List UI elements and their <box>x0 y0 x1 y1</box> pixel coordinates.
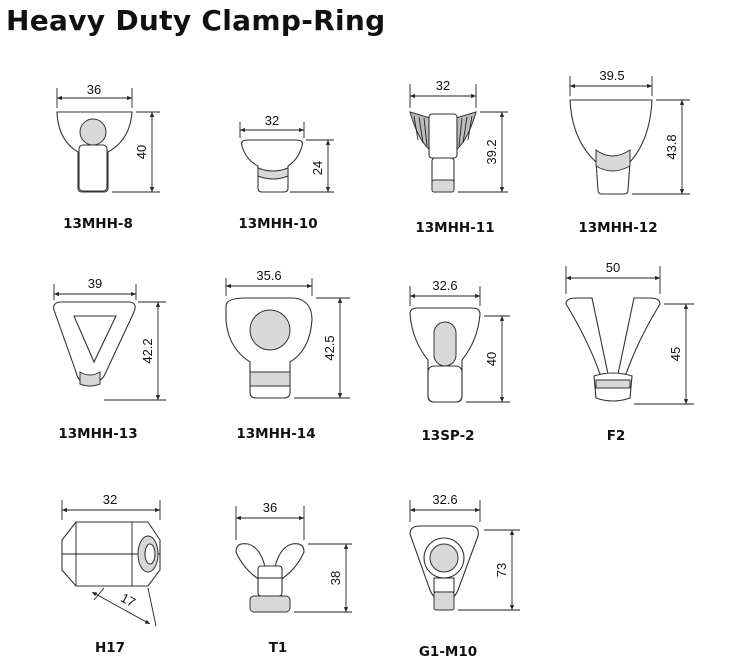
part-t1: 36 38 T1 <box>235 500 352 656</box>
dimension-width: 32.6 <box>409 492 481 522</box>
dimension-width-value: 32.6 <box>432 278 457 293</box>
dimension-width-value: 32 <box>265 113 279 128</box>
dimension-height-value: 73 <box>494 563 509 577</box>
dimension-height: 38 <box>294 543 352 613</box>
drawing-13mhh-14 <box>225 297 313 399</box>
drawing-13mhh-10 <box>241 139 303 193</box>
dimension-width: 32 <box>61 492 161 520</box>
dimension-width: 39.5 <box>569 68 653 96</box>
dimension-height: 43.8 <box>632 99 690 195</box>
part-label: F2 <box>607 428 626 444</box>
drawing-t1 <box>235 543 305 613</box>
dimension-width-value: 36 <box>87 82 101 97</box>
part-label: 13MHH-13 <box>58 426 137 442</box>
dimension-width-value: 36 <box>263 500 277 515</box>
dimension-width: 35.6 <box>225 268 313 296</box>
dimension-height: 39.2 <box>458 111 508 193</box>
dimension-height-value: 39.2 <box>484 139 499 164</box>
dimension-height-value: 24 <box>310 161 325 175</box>
drawing-g1-m10 <box>409 525 479 611</box>
part-label: 13MHH-14 <box>236 426 315 442</box>
dimension-width: 32.6 <box>409 278 481 306</box>
part-label: 13SP-2 <box>421 428 474 444</box>
part-h17: 32 17 H17 <box>61 492 161 656</box>
dimension-height-value: 42.2 <box>140 338 155 363</box>
dimension-width-value: 35.6 <box>256 268 281 283</box>
dimension-height: 45 <box>634 303 694 405</box>
drawing-13mhh-11 <box>409 111 477 193</box>
dimension-width: 32 <box>409 78 477 108</box>
dimension-width: 39 <box>53 276 137 300</box>
drawing-13mhh-13 <box>53 301 136 387</box>
drawing-f2 <box>565 297 661 402</box>
dimension-width: 50 <box>565 260 661 294</box>
dimension-width: 32 <box>239 113 305 138</box>
part-label: 13MHH-8 <box>63 216 133 232</box>
dimension-height-value: 40 <box>134 145 149 159</box>
part-label: H17 <box>95 640 125 656</box>
dimension-height: 73 <box>458 529 520 611</box>
dimension-height: 24 <box>290 139 334 193</box>
part-13mhh-8: 36 40 13MHH-8 <box>56 82 160 232</box>
dimension-height: 40 <box>466 315 510 403</box>
dimension-width-value: 32.6 <box>432 492 457 507</box>
part-label: G1-M10 <box>419 644 477 660</box>
dimension-height-value: 40 <box>484 352 499 366</box>
part-label: 13MHH-12 <box>578 220 657 236</box>
part-13sp-2: 32.6 40 13SP-2 <box>409 278 510 444</box>
part-label: 13MHH-10 <box>238 216 317 232</box>
drawing-h17 <box>61 521 161 587</box>
dimension-height: 42.2 <box>104 301 166 401</box>
dimension-width-value: 39 <box>88 276 102 291</box>
dimension-height: 42.5 <box>294 297 350 399</box>
part-13mhh-10: 32 24 13MHH-10 <box>238 113 334 232</box>
part-label: T1 <box>269 640 288 656</box>
dimension-width-value: 32 <box>103 492 117 507</box>
dimension-width: 36 <box>56 82 133 108</box>
part-13mhh-14: 35.6 42.5 13MHH-14 <box>225 268 350 442</box>
dimension-width-value: 32 <box>436 78 450 93</box>
drawing-13mhh-8 <box>56 111 133 193</box>
part-13mhh-12: 39.5 43.8 13MHH-12 <box>569 68 690 236</box>
dimension-across-flats-value: 17 <box>118 590 138 610</box>
drawing-13mhh-12 <box>569 99 653 195</box>
dimension-height-value: 42.5 <box>322 335 337 360</box>
dimension-width: 36 <box>235 500 305 540</box>
dimension-height-value: 43.8 <box>664 134 679 159</box>
part-13mhh-11: 32 39.2 13MHH-11 <box>409 78 508 236</box>
part-f2: 50 45 F2 <box>565 260 694 444</box>
part-g1-m10: 32.6 73 G1-M10 <box>409 492 520 660</box>
page-title: Heavy Duty Clamp-Ring <box>6 4 386 37</box>
dimension-width-value: 50 <box>606 260 620 275</box>
dimension-across-flats: 17 <box>91 587 157 627</box>
dimension-height: 40 <box>112 111 160 193</box>
dimension-height-value: 45 <box>668 347 683 361</box>
part-13mhh-13: 39 42.2 13MHH-13 <box>53 276 166 442</box>
dimension-width-value: 39.5 <box>599 68 624 83</box>
dimension-height-value: 38 <box>328 571 343 585</box>
drawing-13sp-2 <box>409 307 481 403</box>
part-label: 13MHH-11 <box>415 220 494 236</box>
